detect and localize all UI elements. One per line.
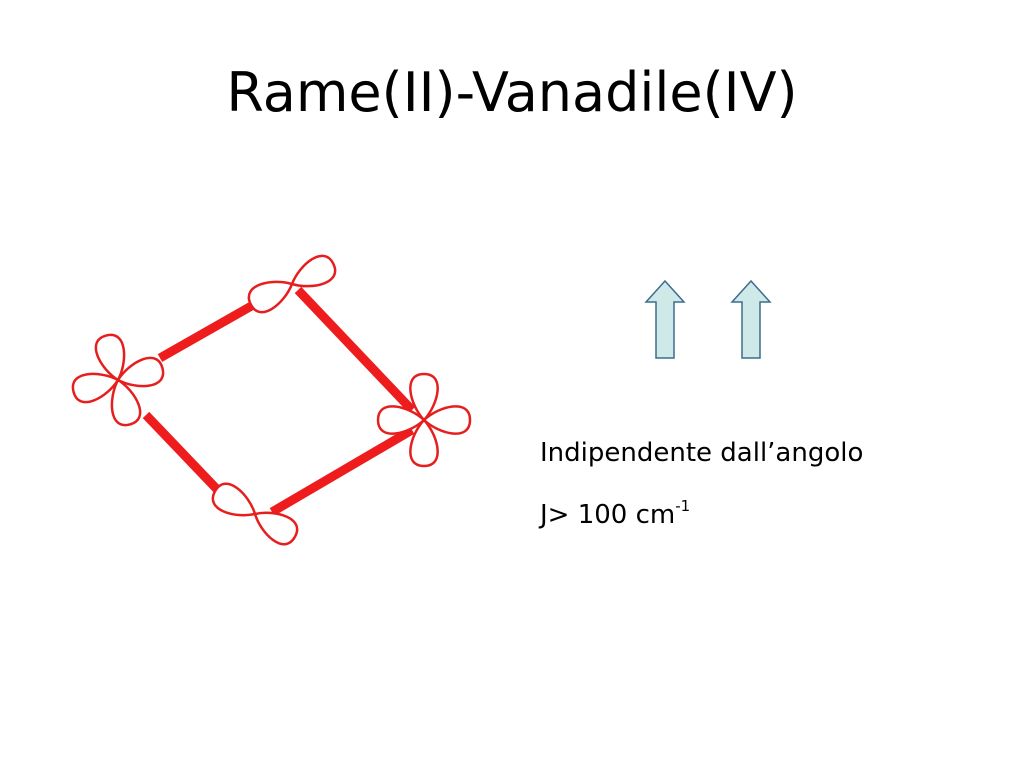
bond-lines [142, 286, 416, 516]
lobe [110, 378, 142, 427]
spin-up-arrow-left [644, 279, 686, 359]
orbital-top-p [247, 254, 337, 314]
lobe [94, 333, 126, 382]
orbitals [71, 254, 472, 546]
coupling-constant-value: J> 100 cm [540, 500, 676, 530]
lobe [253, 511, 299, 546]
spin-up-arrow-right [730, 279, 772, 359]
lobe [290, 254, 337, 288]
lobe [71, 372, 120, 404]
slide-title: Rame(II)-Vanadile(IV) [226, 61, 798, 124]
coupling-constant-exponent: -1 [675, 497, 691, 515]
lobe [247, 280, 294, 314]
bond-top-left [157, 296, 265, 362]
bond-top-right [294, 286, 416, 414]
orbital-left-four-lobe [71, 333, 165, 427]
lobe [422, 405, 472, 435]
coupling-constant-caption: J> 100 cm-1 [540, 497, 691, 535]
bond-bottom-right [269, 426, 415, 516]
lobe [116, 356, 165, 388]
angle-independence-caption: Indipendente dall’angolo [540, 438, 864, 468]
lobe [211, 482, 257, 517]
lobe [376, 405, 426, 435]
orbital-right-four-lobe [376, 372, 472, 468]
lobe [409, 372, 439, 422]
lobe [409, 418, 439, 468]
orbital-bottom-p [211, 482, 299, 546]
spin-arrows [644, 279, 772, 359]
